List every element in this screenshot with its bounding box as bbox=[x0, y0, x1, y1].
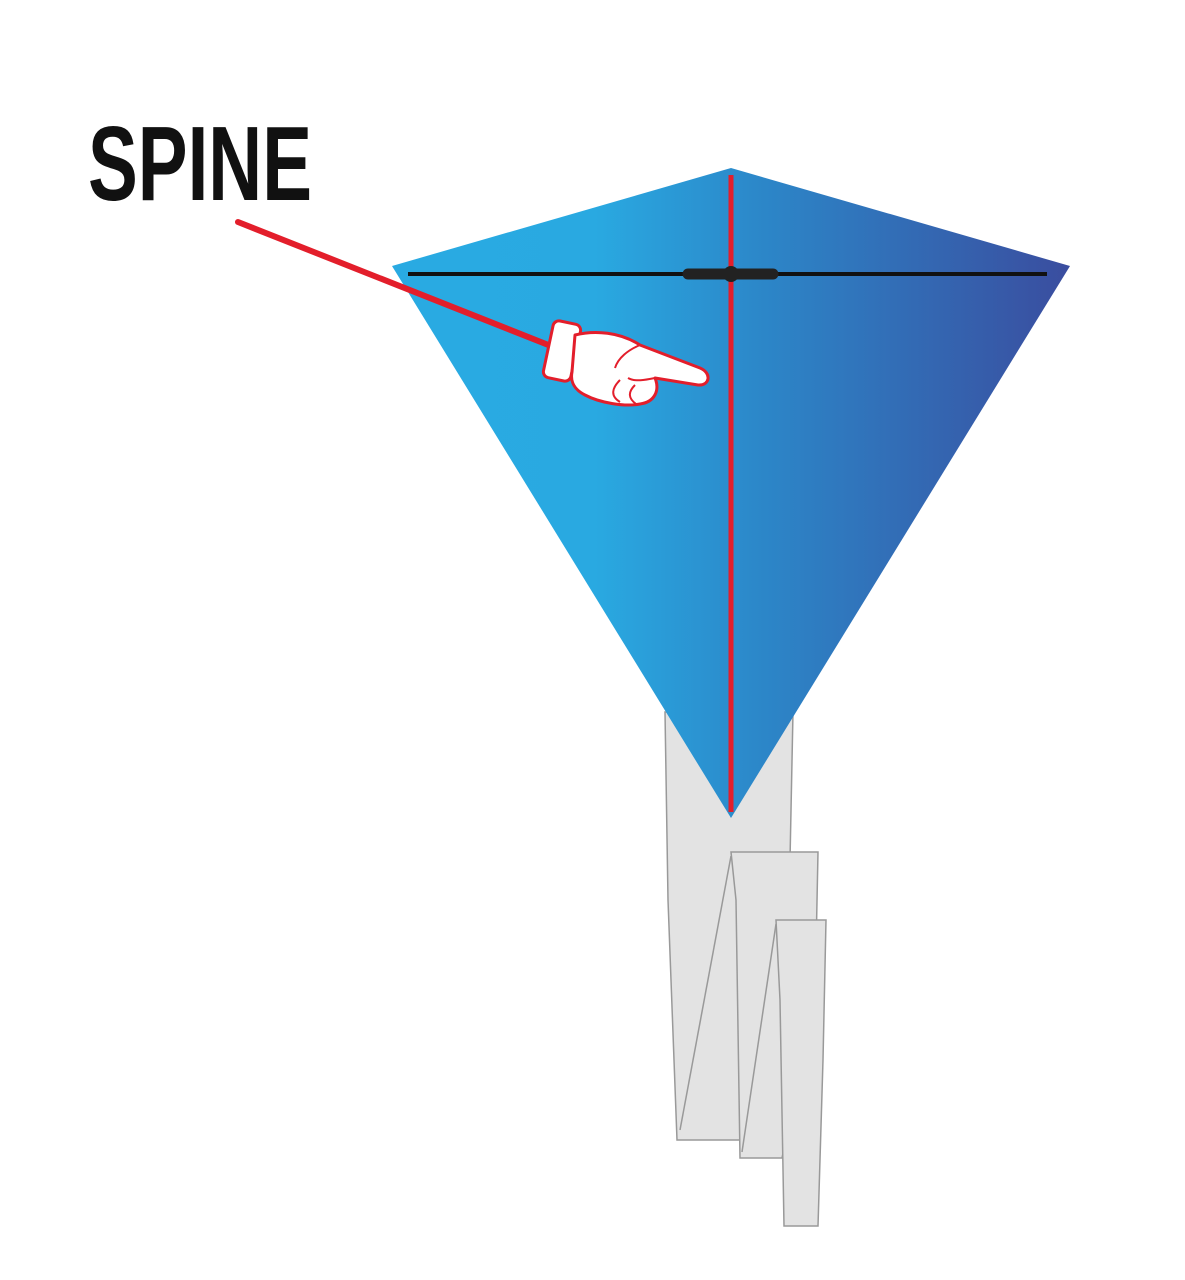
pointing-hand-icon bbox=[541, 319, 710, 407]
spine-label: SPINE bbox=[88, 105, 312, 223]
tail-panel-3 bbox=[775, 919, 827, 1227]
kite-tail bbox=[664, 711, 827, 1227]
pointer-line bbox=[235, 219, 559, 351]
spar-spine-joint bbox=[723, 266, 739, 282]
tail-fold-line bbox=[679, 855, 732, 1131]
tail-fold-line bbox=[741, 923, 777, 1153]
